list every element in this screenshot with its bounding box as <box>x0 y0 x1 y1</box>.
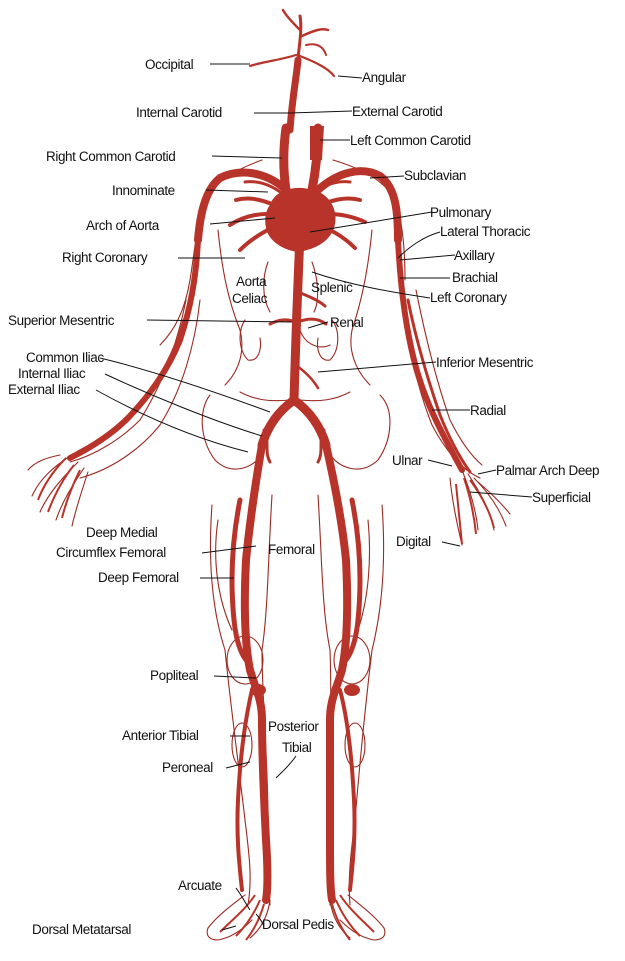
label-popliteal: Popliteal <box>150 668 199 683</box>
label-superior-mesentric: Superior Mesentric <box>8 313 115 328</box>
label-right-coronary: Right Coronary <box>62 250 148 265</box>
label-posterior: Posterior <box>268 719 319 734</box>
label-pulmonary: Pulmonary <box>430 205 492 220</box>
label-superficial: Superficial <box>532 490 591 505</box>
label-arch-of-aorta: Arch of Aorta <box>86 218 160 233</box>
label-external-carotid: External Carotid <box>352 104 442 119</box>
label-common-iliac: Common Iliac <box>26 350 104 365</box>
popliteal-knob-left <box>344 684 360 696</box>
label-anterior-tibial: Anterior Tibial <box>122 728 199 743</box>
popliteal-knob-right <box>250 684 266 696</box>
label-axillary: Axillary <box>454 248 495 263</box>
label-external-iliac: External Iliac <box>8 382 80 397</box>
label-deep-medial: Deep Medial <box>86 525 158 540</box>
label-circumflex-femoral: Circumflex Femoral <box>56 545 166 560</box>
label-angular: Angular <box>362 70 407 85</box>
arm-arteries <box>70 240 470 472</box>
label-brachial: Brachial <box>452 270 498 285</box>
label-palmar-arch-deep: Palmar Arch Deep <box>496 463 599 478</box>
label-peroneal: Peroneal <box>162 760 213 775</box>
label-subclavian: Subclavian <box>404 168 466 183</box>
label-deep-femoral: Deep Femoral <box>98 570 179 585</box>
label-right-common-carotid: Right Common Carotid <box>46 149 175 164</box>
torso-arteries <box>198 128 398 462</box>
label-dorsal-pedis: Dorsal Pedis <box>262 917 334 932</box>
aortic-arch <box>310 126 324 160</box>
label-splenic: Splenic <box>311 280 353 295</box>
label-left-common-carotid: Left Common Carotid <box>350 133 471 148</box>
label-internal-carotid: Internal Carotid <box>136 105 222 120</box>
heart <box>265 188 335 252</box>
label-ulnar: Ulnar <box>392 453 423 468</box>
label-dorsal-metatarsal: Dorsal Metatarsal <box>32 922 131 937</box>
label-femoral: Femoral <box>268 542 315 557</box>
label-internal-iliac: Internal Iliac <box>18 366 86 381</box>
label-celiac: Celiac <box>232 291 268 306</box>
label-aorta: Aorta <box>236 274 267 289</box>
label-radial: Radial <box>470 403 506 418</box>
label-occipital: Occipital <box>145 57 194 72</box>
label-tibial: Tibial <box>282 740 312 755</box>
leg-arteries <box>232 445 360 900</box>
label-renal: Renal <box>330 315 364 330</box>
label-arcuate: Arcuate <box>178 878 222 893</box>
label-left-coronary: Left Coronary <box>430 290 507 305</box>
label-digital: Digital <box>396 534 431 549</box>
label-lateral-thoracic: Lateral Thoracic <box>440 224 531 239</box>
label-inferior-mesentric: Inferior Mesentric <box>436 355 534 370</box>
label-innominate: Innominate <box>112 183 175 198</box>
